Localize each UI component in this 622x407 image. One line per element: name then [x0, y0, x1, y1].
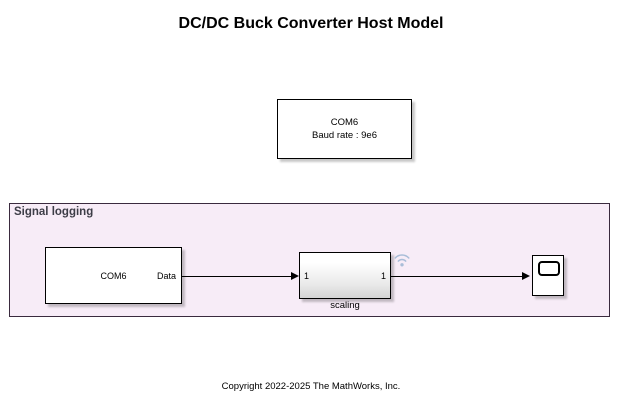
signal-arrow-into-scaling	[291, 271, 299, 280]
scope-block[interactable]	[532, 255, 564, 296]
serial-configuration-baudrate-label: Baud rate : 9e6	[312, 130, 377, 141]
scope-icon	[538, 261, 560, 276]
copyright-text: Copyright 2022-2025 The MathWorks, Inc.	[221, 381, 401, 392]
serial-configuration-port-label: COM6	[330, 117, 359, 128]
signal-arrow-into-scope	[522, 271, 530, 280]
scaling-input-port-label: 1	[304, 270, 310, 281]
page-title: DC/DC Buck Converter Host Model	[178, 15, 444, 32]
serial-configuration-block[interactable]: COM6 Baud rate : 9e6	[277, 99, 412, 159]
scaling-subsystem-block[interactable]: 1 1	[299, 252, 391, 299]
serial-receive-block[interactable]: COM6 Data	[45, 247, 182, 304]
serial-configuration-text: COM6 Baud rate : 9e6	[278, 116, 411, 142]
scaling-output-port-label: 1	[380, 270, 386, 281]
signal-line-scaling-to-scope	[391, 276, 523, 277]
serial-receive-label: COM6	[100, 270, 127, 281]
signal-line-receive-to-scaling	[182, 276, 292, 277]
signal-logging-area-label: Signal logging	[14, 206, 94, 218]
scaling-subsystem-caption: scaling	[330, 300, 360, 311]
serial-receive-output-port-label: Data	[156, 270, 176, 281]
